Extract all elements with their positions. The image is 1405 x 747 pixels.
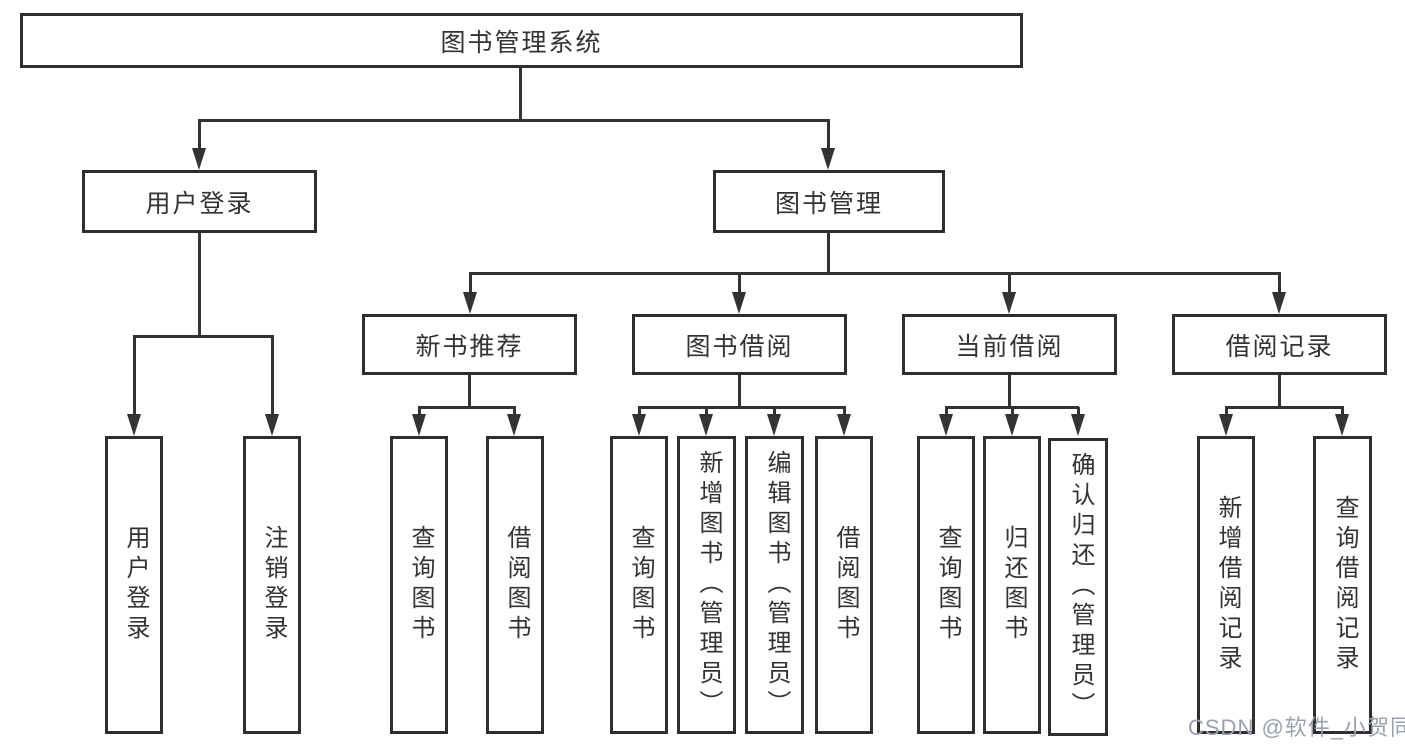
leaf-query-borrow-record: 查询借阅记录 [1313, 436, 1372, 734]
leaf-query-books-borrowing: 查询图书 [610, 436, 668, 734]
connector-line [738, 375, 741, 407]
connector-line [827, 233, 830, 273]
connector-arrow-down [1334, 407, 1350, 436]
connector-line [133, 335, 274, 338]
connector-arrow-down [1004, 407, 1020, 436]
connector-line [1008, 375, 1011, 407]
leaf-query-books-recommend: 查询图书 [390, 436, 448, 734]
connector-arrow-down [1001, 273, 1017, 314]
connector-arrow-down [1070, 407, 1086, 436]
connector-arrow-down [1218, 407, 1234, 436]
node-book-borrowing: 图书借阅 [632, 314, 847, 375]
leaf-borrow-books-borrowing: 借阅图书 [815, 436, 873, 734]
connector-arrow-down [631, 407, 647, 436]
connector-line [469, 272, 1281, 275]
leaf-query-books-current: 查询图书 [917, 436, 975, 734]
leaf-edit-book-admin: 编辑图书（管理员） [745, 436, 804, 734]
connector-arrow-down [126, 336, 142, 436]
node-new-book-recommendation: 新书推荐 [362, 314, 577, 375]
connector-arrow-down [731, 273, 747, 314]
node-book-management: 图书管理 [713, 170, 945, 233]
node-borrowing-records: 借阅记录 [1172, 314, 1387, 375]
connector-line [198, 119, 830, 122]
connector-arrow-down [411, 407, 427, 436]
connector-line [468, 375, 471, 407]
connector-line [519, 68, 522, 120]
leaf-add-borrow-record: 新增借阅记录 [1197, 436, 1255, 734]
connector-line [198, 233, 201, 336]
connector-arrow-down [1271, 273, 1287, 314]
connector-arrow-down [506, 407, 522, 436]
connector-arrow-down [836, 407, 852, 436]
connector-arrow-down [698, 407, 714, 436]
leaf-return-book: 归还图书 [983, 436, 1041, 734]
leaf-user-login: 用户登录 [105, 436, 163, 734]
node-user-login: 用户登录 [82, 170, 317, 233]
connector-arrow-down [191, 120, 207, 170]
connector-line [1278, 375, 1281, 407]
connector-line [418, 406, 516, 409]
connector-arrow-down [462, 273, 478, 314]
connector-line [638, 406, 846, 409]
leaf-add-book-admin: 新增图书（管理员） [677, 436, 736, 734]
connector-arrow-down [820, 120, 836, 170]
connector-arrow-down [766, 407, 782, 436]
watermark-text: CSDN @软件_小贺同学 [1188, 715, 1405, 740]
node-root: 图书管理系统 [20, 13, 1023, 68]
leaf-borrow-books-recommend: 借阅图书 [486, 436, 544, 734]
leaf-confirm-return-admin: 确认归还（管理员） [1048, 438, 1108, 736]
connector-line [1225, 406, 1344, 409]
connector-arrow-down [938, 407, 954, 436]
node-current-borrowing: 当前借阅 [902, 314, 1117, 375]
leaf-logout: 注销登录 [243, 436, 301, 734]
connector-arrow-down [264, 336, 280, 436]
